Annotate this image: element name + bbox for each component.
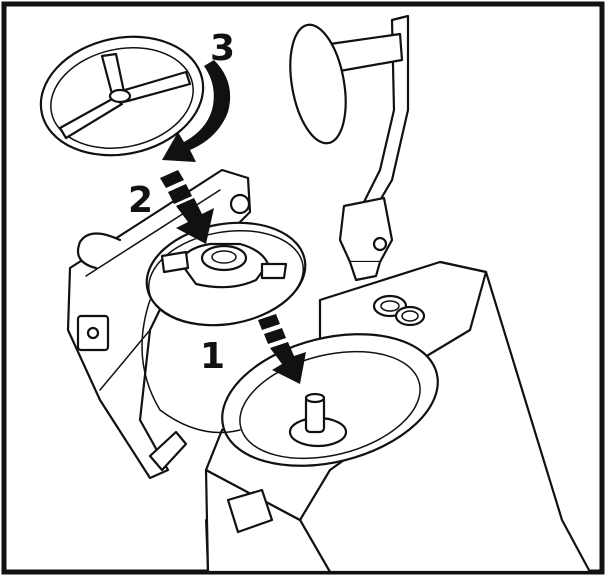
arrow-down-icon — [160, 170, 214, 244]
curved-arrow-icon — [162, 60, 231, 162]
cutting-disc — [145, 221, 307, 327]
arrow-down-icon — [258, 314, 306, 384]
slicing-disc — [39, 35, 205, 157]
step-label-1: 1 — [200, 336, 225, 377]
step-label-2: 2 — [128, 180, 153, 221]
pusher-arm — [289, 14, 410, 282]
step-label-3: 3 — [210, 28, 235, 69]
machine-body — [204, 260, 592, 574]
